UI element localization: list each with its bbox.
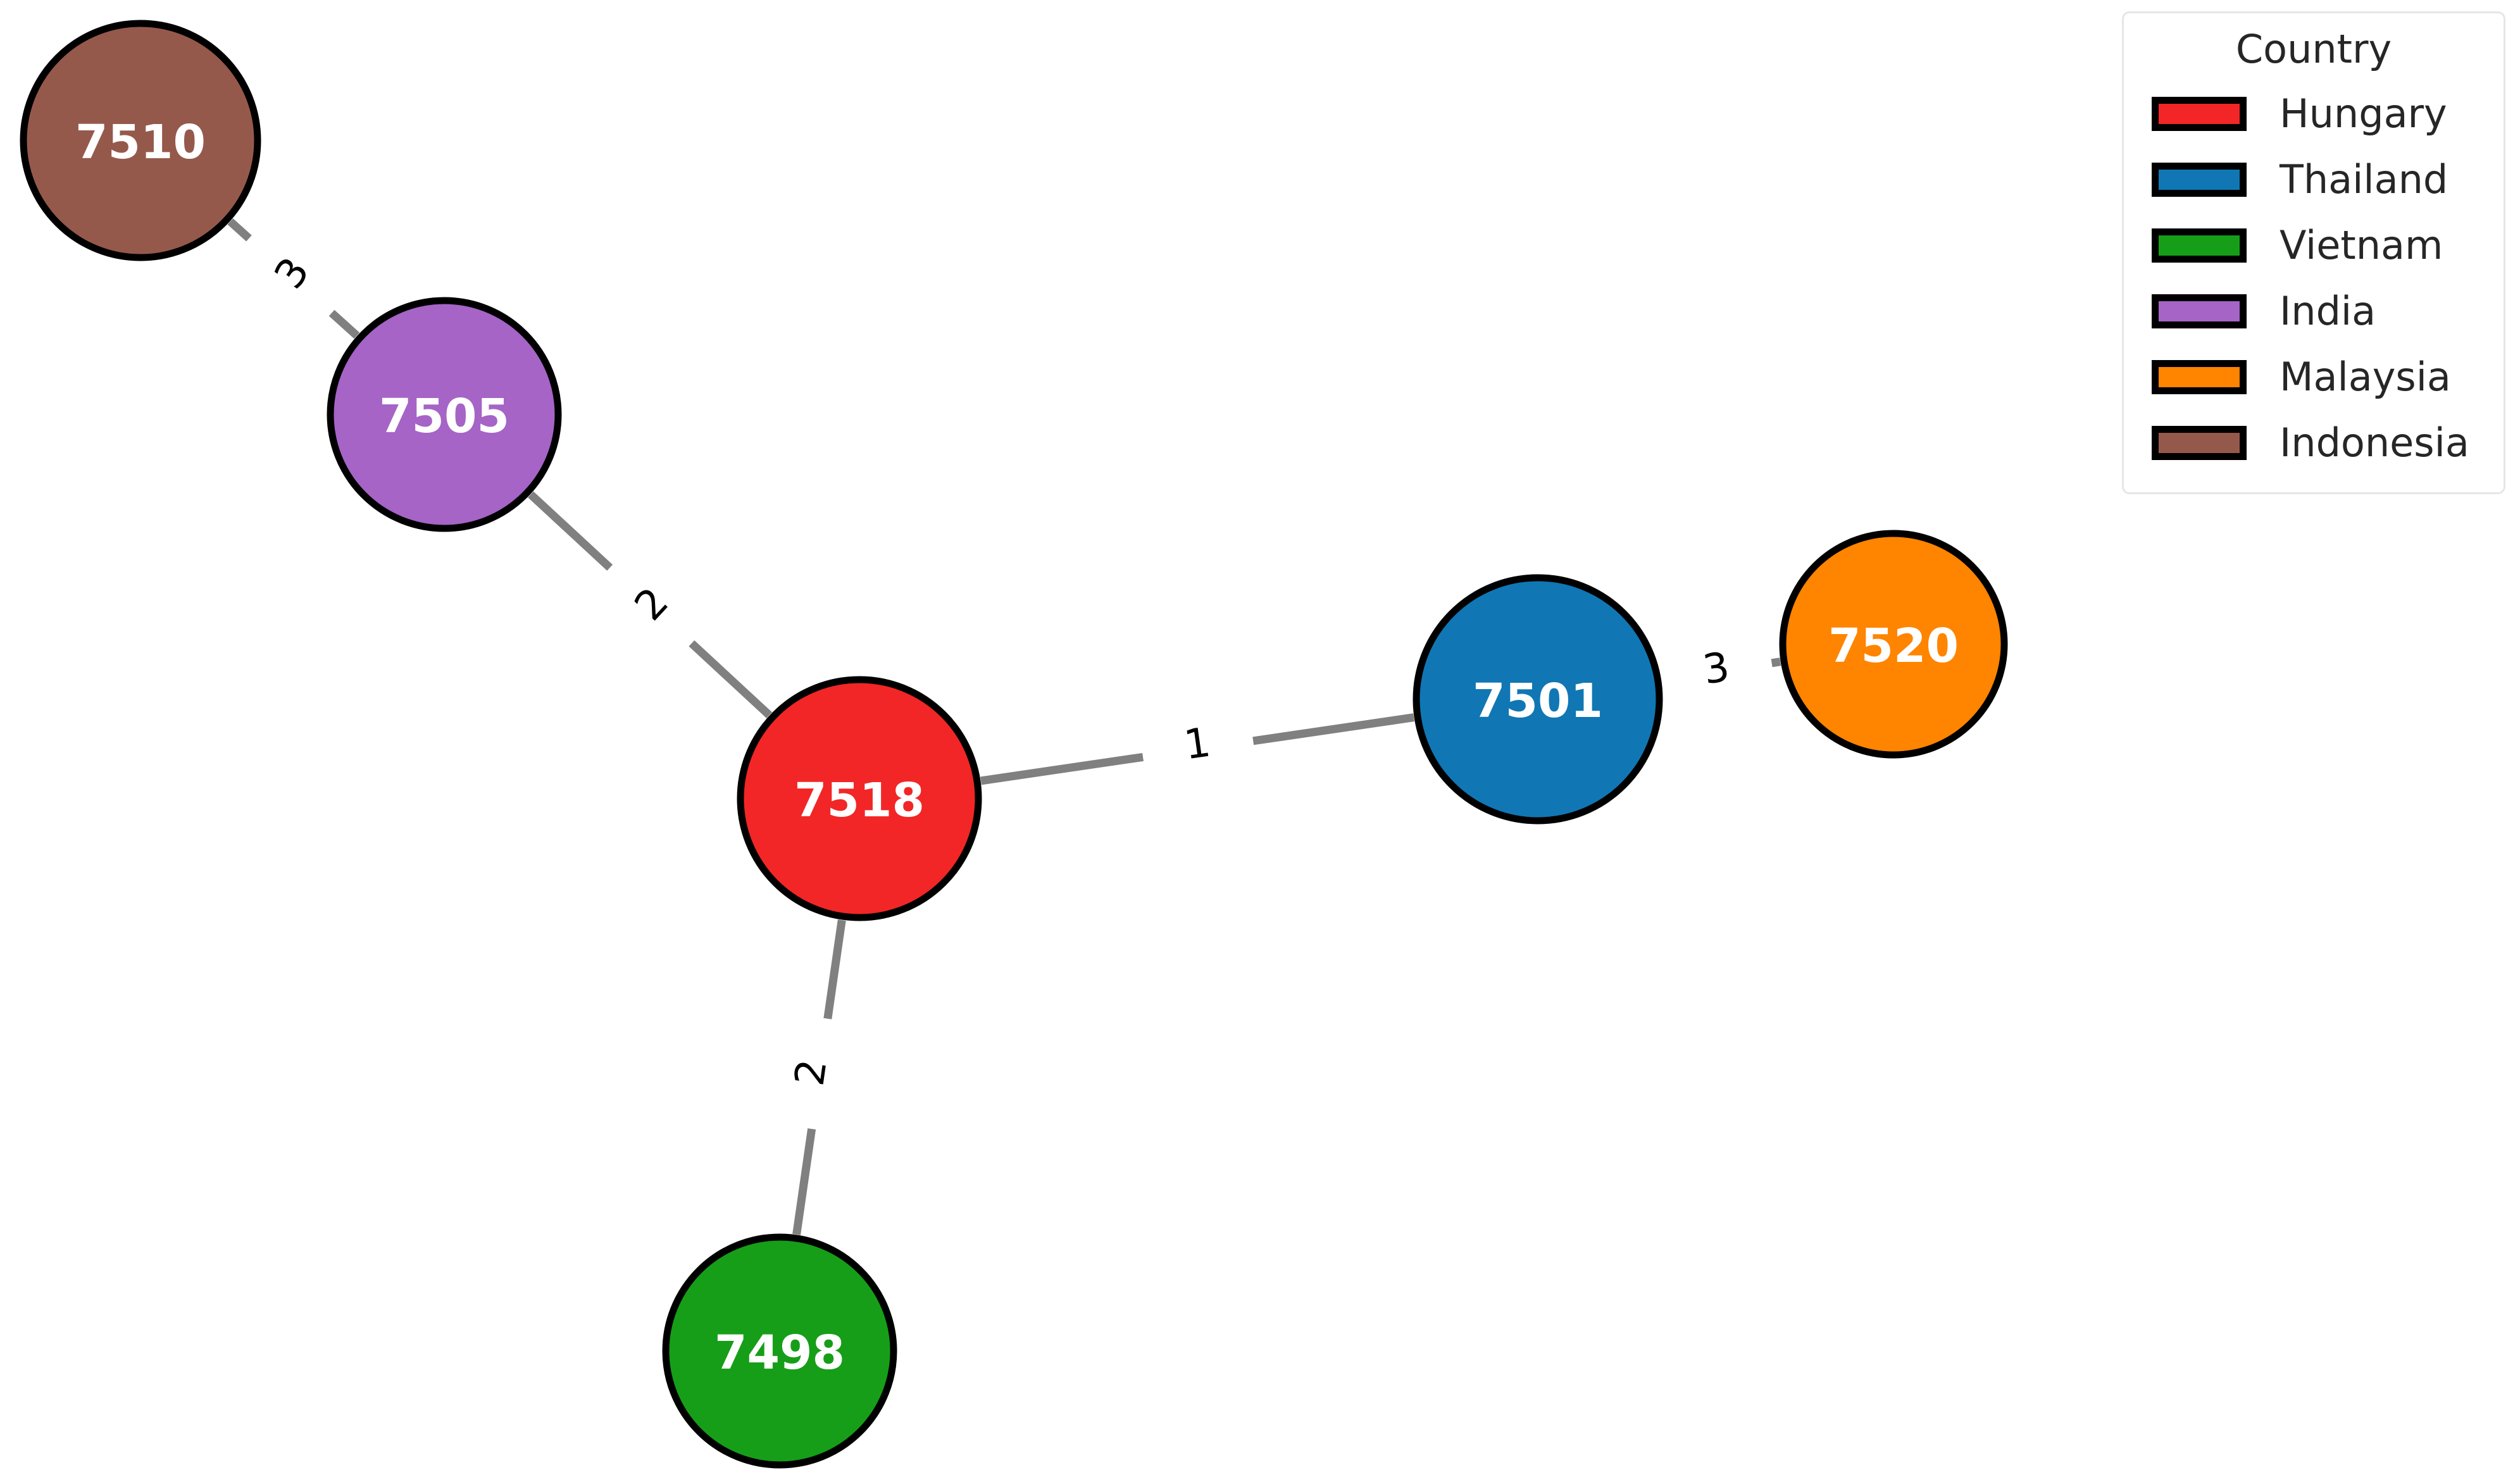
legend-entry-label: Vietnam [2280,222,2443,269]
edge-7505-7518 [528,491,773,719]
edge-segment [689,640,773,719]
edge-segment [792,1128,816,1235]
graph-node-7498[interactable]: 7498 [662,1233,897,1469]
edge-segment [980,752,1144,785]
edge-weight-label: 3 [266,249,319,297]
legend-color-swatch [2152,294,2247,329]
graph-node-7505[interactable]: 7505 [327,297,562,532]
legend-entry-vietnam[interactable]: Vietnam [2138,213,2490,278]
legend-entry-thailand[interactable]: Thailand [2138,147,2490,213]
legend-color-swatch [2152,97,2247,132]
edge-segment [528,491,613,571]
node-label: 7505 [379,389,509,444]
legend-entry-label: Indonesia [2280,420,2469,466]
node-label: 7518 [794,773,925,828]
graph-node-7518[interactable]: 7518 [737,676,982,921]
legend-title: Country [2235,26,2392,72]
graph-node-7510[interactable]: 7510 [20,20,261,261]
legend-color-swatch [2152,360,2247,395]
nodes-group: 7510 7505 7518 7498 7501 7520 [20,20,2008,1469]
legend-entry-india[interactable]: India [2138,278,2490,344]
edge-segment [823,919,846,1019]
graph-node-7501[interactable]: 7501 [1413,574,1663,825]
node-label: 7498 [714,1326,845,1380]
node-circle[interactable] [20,20,261,261]
edges-group [227,218,1781,1235]
node-circle[interactable] [662,1233,897,1469]
legend-entry-label: India [2280,288,2376,335]
edge-weight-label: 1 [1182,719,1214,769]
legend-entry-malaysia[interactable]: Malaysia [2138,344,2490,410]
legend-color-swatch [2152,426,2247,461]
edge-7518-7498 [792,919,846,1235]
node-circle[interactable] [1413,574,1663,825]
graph-node-7520[interactable]: 7520 [1779,530,2008,759]
edge-segment [1252,713,1415,745]
node-label: 7510 [75,115,206,170]
legend-entry-indonesia[interactable]: Indonesia [2138,410,2490,476]
legend-entry-hungary[interactable]: Hungary [2138,81,2490,147]
node-circle[interactable] [737,676,982,921]
node-circle[interactable] [1779,530,2008,759]
legend-color-swatch [2152,228,2247,263]
edge-7501-7520 [1661,657,1781,685]
edge-weight-label: 2 [626,579,678,630]
edge-segment [227,218,252,242]
edge-weight-label: 3 [1700,644,1733,694]
edge-7510-7505 [227,218,360,339]
legend-entry-label: Thailand [2280,156,2448,203]
edge-segment [1771,657,1781,668]
edge-segment [328,309,360,339]
legend-entry-label: Malaysia [2280,354,2451,401]
edge-weight-label: 2 [787,1057,837,1089]
node-label: 7501 [1473,674,1603,728]
edge-7518-7501 [980,713,1415,785]
legend-entry-label: Hungary [2280,90,2447,137]
node-label: 7520 [1828,619,1959,673]
legend-color-swatch [2152,163,2247,197]
node-circle[interactable] [327,297,562,532]
